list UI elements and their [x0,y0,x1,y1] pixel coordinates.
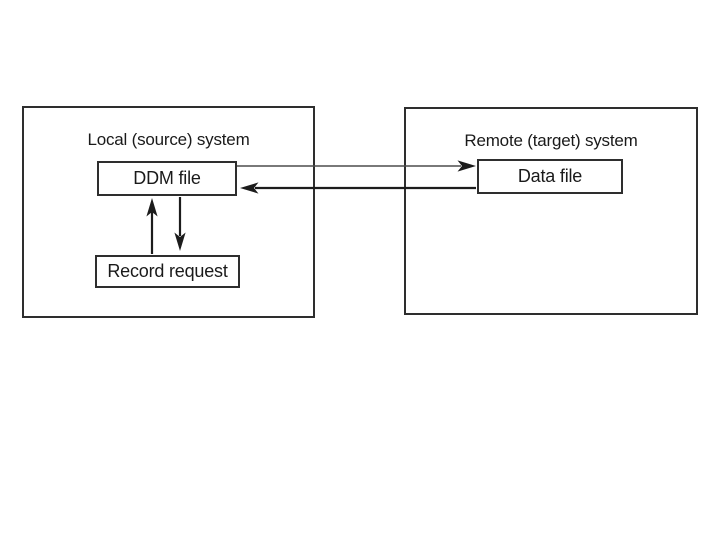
record-request-node: Record request [95,255,240,288]
local-system-box: Local (source) system DDM file Record re… [22,106,315,318]
remote-system-title: Remote (target) system [464,131,638,150]
ddm-file-node: DDM file [97,161,237,196]
data-file-label: Data file [517,166,583,186]
local-system-title: Local (source) system [87,130,250,149]
data-file-node: Data file [477,159,623,194]
record-request-label: Record request [107,261,228,281]
ddm-file-label: DDM file [133,168,201,188]
remote-system-box: Remote (target) system Data file [404,107,698,315]
